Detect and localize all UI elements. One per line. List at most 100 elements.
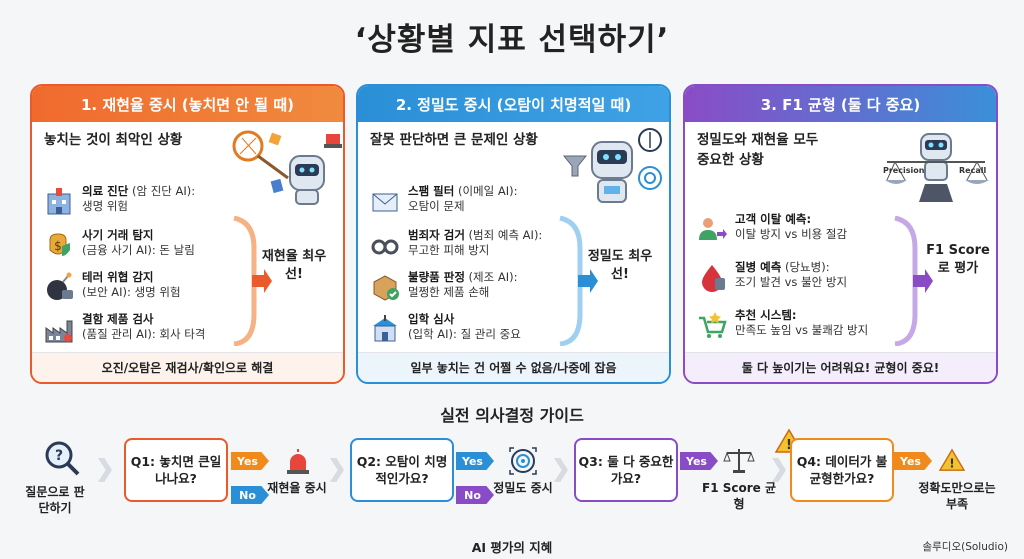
item-detail: 오탐이 문제 [408, 199, 465, 213]
no-arrow: No [231, 486, 269, 504]
handcuffs-icon [368, 228, 402, 262]
list-item: 고객 이탈 예측:이탈 방지 vs 비용 절감 [695, 212, 910, 252]
blood-drop-icon [695, 260, 729, 294]
result-recall: 재현율 중시 [267, 481, 327, 495]
question-box-q2: Q2: 오탐이 치명적인가요? [350, 438, 454, 502]
hospital-icon [42, 184, 76, 218]
item-title: 추천 시스템: [735, 308, 797, 322]
card-subtitle-line: 정밀도와 재현율 모두 [697, 132, 819, 148]
bomb-icon [42, 270, 76, 304]
question-box-q1: Q1: 놓치면 큰일나나요? [124, 438, 228, 502]
item-title: 범죄자 검거 [408, 228, 465, 242]
svg-text:?: ? [55, 448, 63, 464]
chevron-right-icon [330, 458, 344, 482]
item-title: 스팸 필터 [408, 184, 455, 198]
item-title: 의료 진단 [82, 184, 129, 198]
card-precision: 2. 정밀도 중시 (오탐이 치명적일 때) 잘못 판단하면 큰 문제인 상황 … [356, 84, 671, 384]
list-item: 범죄자 검거 (범죄 예측 AI):무고한 피해 방지 [368, 228, 573, 268]
mail-icon [368, 184, 402, 218]
no-arrow: No [456, 486, 494, 504]
list-item: 질병 예측 (당뇨병):조기 발견 vs 불안 방지 [695, 260, 910, 300]
question-box-q3: Q3: 둘 다 중요한가요? [574, 438, 678, 502]
item-detail: 만족도 높임 vs 불쾌감 방지 [735, 323, 869, 337]
item-detail: (제조 AI): [464, 270, 518, 284]
list-item: 테러 위협 감지(보안 AI): 생명 위험 [42, 270, 247, 310]
svg-text:$: $ [54, 239, 62, 253]
school-icon [368, 312, 402, 346]
bracket-arrow [894, 216, 933, 346]
item-detail: (품질 관리 AI): 회사 타격 [82, 327, 206, 341]
factory-icon [42, 312, 76, 346]
bracket-arrow [559, 216, 598, 346]
item-detail: (입학 AI): 질 관리 중요 [408, 327, 521, 341]
card-verdict: 재현율 최우선! [261, 249, 327, 282]
credit: 솔루디오(Soludio) [922, 541, 1008, 553]
list-item: 스팸 필터 (이메일 AI):오탐이 문제 [368, 184, 573, 224]
card-footer: 둘 다 높이기는 어려워요! 균형이 중요! [685, 352, 996, 382]
yes-arrow: Yes [894, 452, 932, 470]
card-verdict: F1 Score로 평가 [926, 243, 990, 276]
item-detail: (금융 사기 AI): 돈 날림 [82, 243, 195, 257]
cart-star-icon [695, 308, 729, 342]
list-item: 추천 시스템:만족도 높임 vs 불쾌감 방지 [695, 308, 910, 348]
chevron-right-icon [772, 458, 786, 482]
item-detail: 생명 위험 [82, 199, 128, 213]
chevron-right-icon [98, 458, 112, 482]
card-verdict: 정밀도 최우선! [587, 249, 653, 282]
item-detail: 이탈 방지 vs 비용 절감 [735, 227, 848, 241]
result-accuracy-insufficient: 정확도만으로는 부족 [918, 481, 996, 511]
svg-text:!: ! [786, 438, 792, 453]
list-item: 입학 심사(입학 AI): 질 관리 중요 [368, 312, 573, 352]
footer: AI 평가의 지혜 [471, 540, 553, 555]
bracket-arrow [233, 216, 272, 346]
warning-icon: ! [938, 448, 966, 471]
item-title: 불량품 판정 [408, 270, 465, 284]
item-detail: 멀쩡한 제품 손해 [408, 285, 490, 299]
card-footer: 일부 놓치는 건 어쩔 수 없음/나중에 잡음 [358, 352, 669, 382]
guide-title: 실전 의사결정 가이드 [440, 406, 584, 425]
item-title: 입학 심사 [408, 312, 455, 326]
magnifier-question-icon: ? [45, 441, 80, 476]
result-f1: F1 Score 균형 [702, 481, 776, 511]
item-detail: (이메일 AI): [454, 184, 518, 198]
guide-start-label: 질문으로 판단하기 [25, 485, 85, 515]
card-header: 2. 정밀도 중시 (오탐이 치명적일 때) [358, 86, 669, 122]
card-header: 3. F1 균형 (둘 다 중요) [685, 86, 996, 122]
yes-arrow: Yes [231, 452, 269, 470]
card-footer: 오진/오탐은 재검사/확인으로 해결 [32, 352, 343, 382]
box-check-icon [368, 270, 402, 304]
item-detail: (암 진단 AI): [128, 184, 196, 198]
card-header: 1. 재현율 중시 (놓치면 안 될 때) [32, 86, 343, 122]
list-item: 결함 제품 검사(품질 관리 AI): 회사 타격 [42, 312, 247, 352]
card-subtitle-line: 중요한 상황 [697, 152, 764, 168]
page-title: ‘상황별 지표 선택하기’ [354, 22, 670, 58]
item-title: 결함 제품 검사 [82, 312, 154, 326]
user-leave-icon [695, 212, 729, 246]
siren-icon [287, 449, 309, 474]
yes-arrow: Yes [680, 452, 718, 470]
item-title: 질병 예측 [735, 260, 782, 274]
svg-text:!: ! [949, 456, 954, 470]
list-item: $ 사기 거래 탐지(금융 사기 AI): 돈 날림 [42, 228, 247, 268]
robot-catching-net-icon [232, 130, 342, 205]
item-detail: 조기 발견 vs 불안 방지 [735, 275, 848, 289]
card-recall: 1. 재현율 중시 (놓치면 안 될 때) 놓치는 것이 최악인 상황 의료 진… [30, 84, 345, 384]
chevron-right-icon [554, 458, 568, 482]
item-detail: (보안 AI): 생명 위험 [82, 285, 181, 299]
money-shield-icon: $ [42, 228, 76, 262]
balance-scale-icon [723, 449, 755, 473]
scale-label-precision: Precision [883, 166, 925, 175]
item-detail: (당뇨병): [781, 260, 830, 274]
item-title: 고객 이탈 예측: [735, 212, 812, 226]
yes-arrow: Yes [456, 452, 494, 470]
robot-balance-scale-icon [885, 133, 989, 202]
result-precision: 정밀도 중시 [493, 481, 553, 495]
list-item: 의료 진단 (암 진단 AI):생명 위험 [42, 184, 247, 224]
target-icon [509, 447, 537, 475]
question-box-q4: Q4: 데이터가 불균형한가요? [790, 438, 894, 502]
card-subtitle: 놓치는 것이 최악인 상황 [44, 132, 183, 148]
item-detail: 무고한 피해 방지 [408, 243, 490, 257]
item-detail: (범죄 예측 AI): [464, 228, 543, 242]
